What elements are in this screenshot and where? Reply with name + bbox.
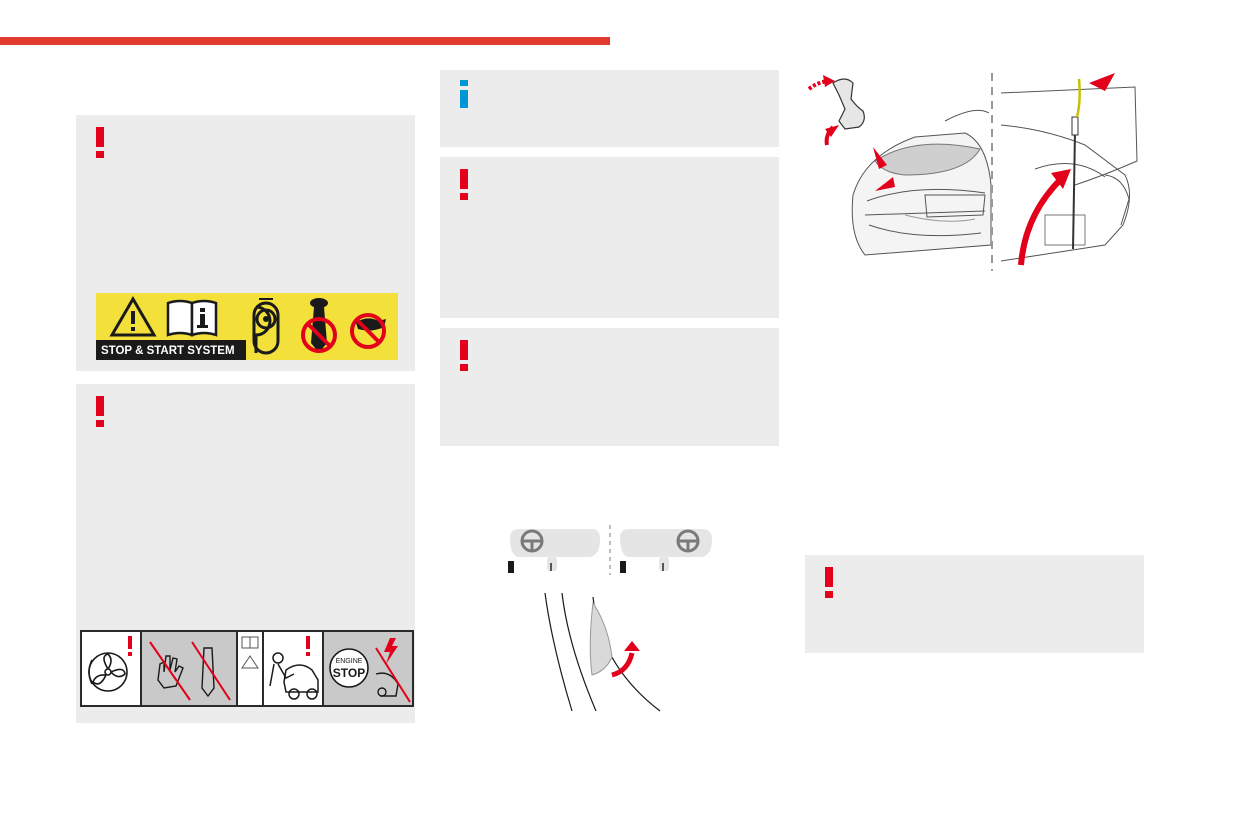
exclamation-icon	[822, 565, 836, 601]
fan-icon	[88, 652, 128, 692]
arrow-icon	[875, 177, 895, 191]
bonnet-release-lever-illustration	[500, 525, 720, 715]
belt-pulley-icon	[252, 298, 280, 355]
stop-start-warning-sticker: STOP & START SYSTEM	[96, 293, 398, 360]
arrow-up-icon	[624, 641, 640, 651]
arrow-icon	[825, 125, 839, 137]
header-accent-bar	[0, 37, 610, 45]
warning-panel-3	[440, 328, 779, 446]
manual-book-icon	[166, 299, 218, 337]
right-hand-drive-dashboard-icon	[620, 529, 712, 573]
no-hand-icon	[157, 655, 184, 689]
exclamation-icon	[457, 167, 471, 203]
engine-stop-line1: ENGINE	[335, 658, 363, 665]
no-hand-icon	[350, 313, 386, 349]
stop-start-label: STOP & START SYSTEM	[101, 345, 235, 357]
engine-stop-line2: STOP	[332, 666, 366, 680]
arrow-icon	[1051, 169, 1071, 189]
warning-panel-2	[440, 157, 779, 318]
engine-compartment-warning-sticker: ENGINE STOP	[80, 630, 414, 707]
engine-bay-icon	[269, 652, 319, 700]
left-hand-drive-dashboard-icon	[508, 529, 600, 573]
warning-panel-fan: ENGINE STOP	[76, 384, 415, 723]
warning-triangle-icon	[109, 296, 157, 337]
arrow-icon	[1089, 73, 1115, 91]
arrow-icon	[873, 147, 887, 169]
car-front-icon	[851, 109, 992, 256]
bonnet-latch-lever-icon	[807, 75, 865, 146]
arrow-icon	[823, 75, 835, 87]
no-tie-icon	[201, 647, 215, 698]
exclamation-icon	[457, 338, 471, 374]
no-tie-icon	[301, 298, 337, 353]
open-bonnet-stay-icon	[1000, 86, 1138, 262]
info-icon	[458, 80, 470, 113]
manual-book-icon	[241, 636, 259, 669]
exclamation-icon	[93, 394, 107, 430]
warning-panel-4	[805, 555, 1144, 653]
engine-stop-button-icon	[329, 648, 369, 688]
warning-panel-stop-start: STOP & START SYSTEM	[76, 115, 415, 371]
bonnet-opening-illustration	[805, 65, 1143, 275]
info-panel	[440, 70, 779, 147]
exclamation-icon	[93, 125, 107, 161]
